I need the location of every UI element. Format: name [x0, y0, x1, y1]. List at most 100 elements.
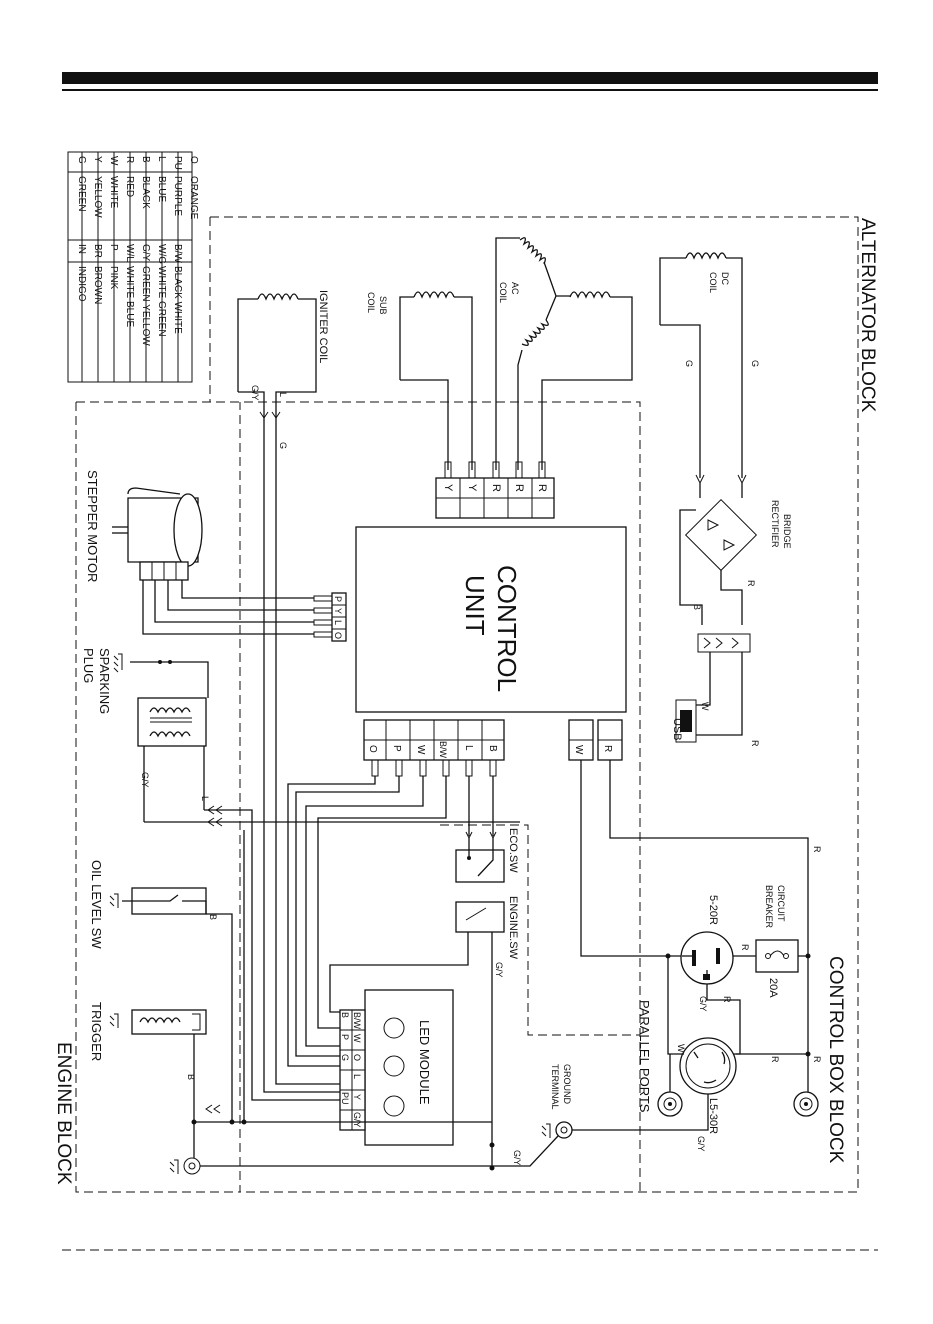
legend-name-6: YELLOW: [92, 176, 103, 218]
svg-text:B/W: B/W: [438, 741, 448, 759]
receptacle-5-20r-label: 5-20R: [707, 895, 719, 925]
legend-code2-2: W/G: [156, 244, 167, 264]
svg-text:W: W: [415, 745, 426, 755]
svg-text:L: L: [463, 745, 474, 751]
legend-name2-1: BLACK WHITE: [172, 266, 183, 334]
breaker-rating: 20A: [767, 978, 779, 998]
svg-text:G: G: [684, 360, 694, 367]
svg-text:PLUG: PLUG: [81, 648, 96, 683]
legend-code2-6: BR: [92, 244, 103, 258]
usb-connector: USB W R: [671, 633, 760, 747]
led-module: LED MODULE B/W W O L Y G/Y B P G PU: [339, 989, 454, 1146]
svg-text:BRIDGE: BRIDGE: [782, 514, 792, 549]
svg-text:O: O: [333, 632, 343, 639]
legend-name2-7: INDIGO: [76, 266, 87, 302]
svg-text:R: R: [812, 846, 822, 853]
svg-text:PU: PU: [340, 1092, 350, 1105]
engine-connector: O P W B/W L B: [363, 719, 505, 777]
legend-code2-4: W/L: [124, 244, 135, 262]
control-unit-label-line2: UNIT: [460, 575, 490, 636]
legend-code-1: PU: [172, 156, 183, 170]
svg-text:O: O: [367, 745, 378, 753]
legend-code-6: Y: [92, 156, 103, 163]
svg-text:O: O: [352, 1054, 362, 1061]
legend-name-7: GREEN: [76, 176, 87, 212]
svg-text:R: R: [740, 944, 750, 951]
circuit-breaker: CIRCUIT BREAKER 20A R: [718, 885, 811, 998]
legend-name2-4: WHITE BLUE: [124, 266, 135, 327]
trigger-label: TRIGGER: [89, 1002, 104, 1061]
svg-text:Y: Y: [442, 484, 454, 492]
legend-code2-1: B/W: [172, 244, 183, 263]
engine-switch: ENGINE.SW G/Y: [329, 896, 519, 1168]
receptacle-l5-30r: L5-30R W R R G/Y: [667, 956, 822, 1152]
legend-code2-3: G/Y: [140, 244, 151, 262]
svg-text:R: R: [770, 1056, 780, 1063]
legend-code-5: W: [108, 156, 119, 166]
svg-text:R: R: [812, 1056, 822, 1063]
svg-text:BREAKER: BREAKER: [764, 885, 774, 929]
svg-text:SPARKING: SPARKING: [97, 648, 112, 714]
legend-code-4: R: [124, 156, 135, 163]
alternator-block-outline: [210, 216, 859, 1193]
engine-block-outline: [75, 402, 241, 1193]
oil-level-switch: B OIL LEVEL SW: [89, 860, 233, 1122]
svg-text:R: R: [513, 484, 525, 492]
svg-text:L: L: [333, 620, 343, 625]
svg-text:G/Y: G/Y: [352, 1112, 362, 1128]
svg-text:G/Y: G/Y: [250, 385, 260, 401]
control-unit: CONTROL UNIT: [355, 526, 627, 713]
svg-text:G/Y: G/Y: [140, 772, 150, 788]
stepper-motor: STEPPER MOTOR: [85, 470, 203, 582]
sparking-plug: SPARKING PLUG G/Y L: [81, 648, 210, 822]
svg-text:W: W: [573, 745, 584, 755]
eco-switch-label: ECO.SW: [507, 828, 519, 873]
legend-code-2: L: [156, 156, 167, 162]
svg-text:G: G: [750, 360, 760, 367]
led-module-label: LED MODULE: [417, 1020, 432, 1105]
svg-text:G/Y: G/Y: [696, 1136, 706, 1152]
svg-text:Y: Y: [466, 484, 478, 492]
svg-text:CIRCUIT: CIRCUIT: [776, 885, 786, 922]
svg-text:AC: AC: [510, 282, 520, 295]
svg-text:L: L: [352, 1074, 362, 1079]
legend-code2-5: P: [108, 244, 119, 251]
receptacle-5-20r: 5-20R R G/Y: [665, 895, 741, 1055]
parallel-ports-label: PARALLEL PORTS: [637, 1000, 652, 1113]
eco-switch: ECO.SW: [455, 828, 519, 883]
wire-harness: [144, 415, 520, 1122]
svg-text:TERMINAL: TERMINAL: [550, 1064, 560, 1110]
svg-text:P: P: [391, 745, 402, 752]
alternator-connector: Y Y R R R: [435, 461, 555, 519]
output-connector: W R R: [568, 719, 822, 957]
svg-text:SUB: SUB: [378, 296, 388, 315]
legend-name-5: WHITE: [108, 176, 119, 209]
svg-text:RECTIFIER: RECTIFIER: [770, 500, 780, 548]
svg-text:Y: Y: [333, 608, 343, 614]
legend-name-2: BLUE: [156, 176, 167, 202]
legend-code-0: O: [188, 156, 199, 164]
alternator-block-title: ALTERNATOR BLOCK: [857, 218, 878, 413]
legend-name-1: PURPLE: [172, 176, 183, 216]
svg-text:G/Y: G/Y: [494, 962, 504, 978]
svg-text:COIL: COIL: [366, 292, 376, 313]
legend-name2-6: BROWN: [92, 266, 103, 304]
svg-text:R: R: [490, 484, 502, 492]
oil-level-switch-label: OIL LEVEL SW: [89, 860, 104, 949]
svg-text:Y: Y: [352, 1094, 362, 1100]
svg-text:P: P: [333, 596, 343, 602]
svg-text:W: W: [352, 1034, 362, 1043]
svg-text:B: B: [186, 1074, 196, 1080]
dc-coil: DC COIL G G: [659, 252, 760, 485]
legend-name-4: RED: [124, 176, 135, 197]
control-unit-label-line1: CONTROL: [492, 565, 522, 692]
svg-text:B: B: [692, 604, 702, 610]
svg-text:GROUND: GROUND: [562, 1064, 572, 1104]
header-bar: [62, 72, 878, 84]
svg-text:B: B: [208, 914, 218, 920]
ac-coil: AC COIL: [495, 237, 633, 470]
svg-text:B: B: [340, 1012, 350, 1018]
